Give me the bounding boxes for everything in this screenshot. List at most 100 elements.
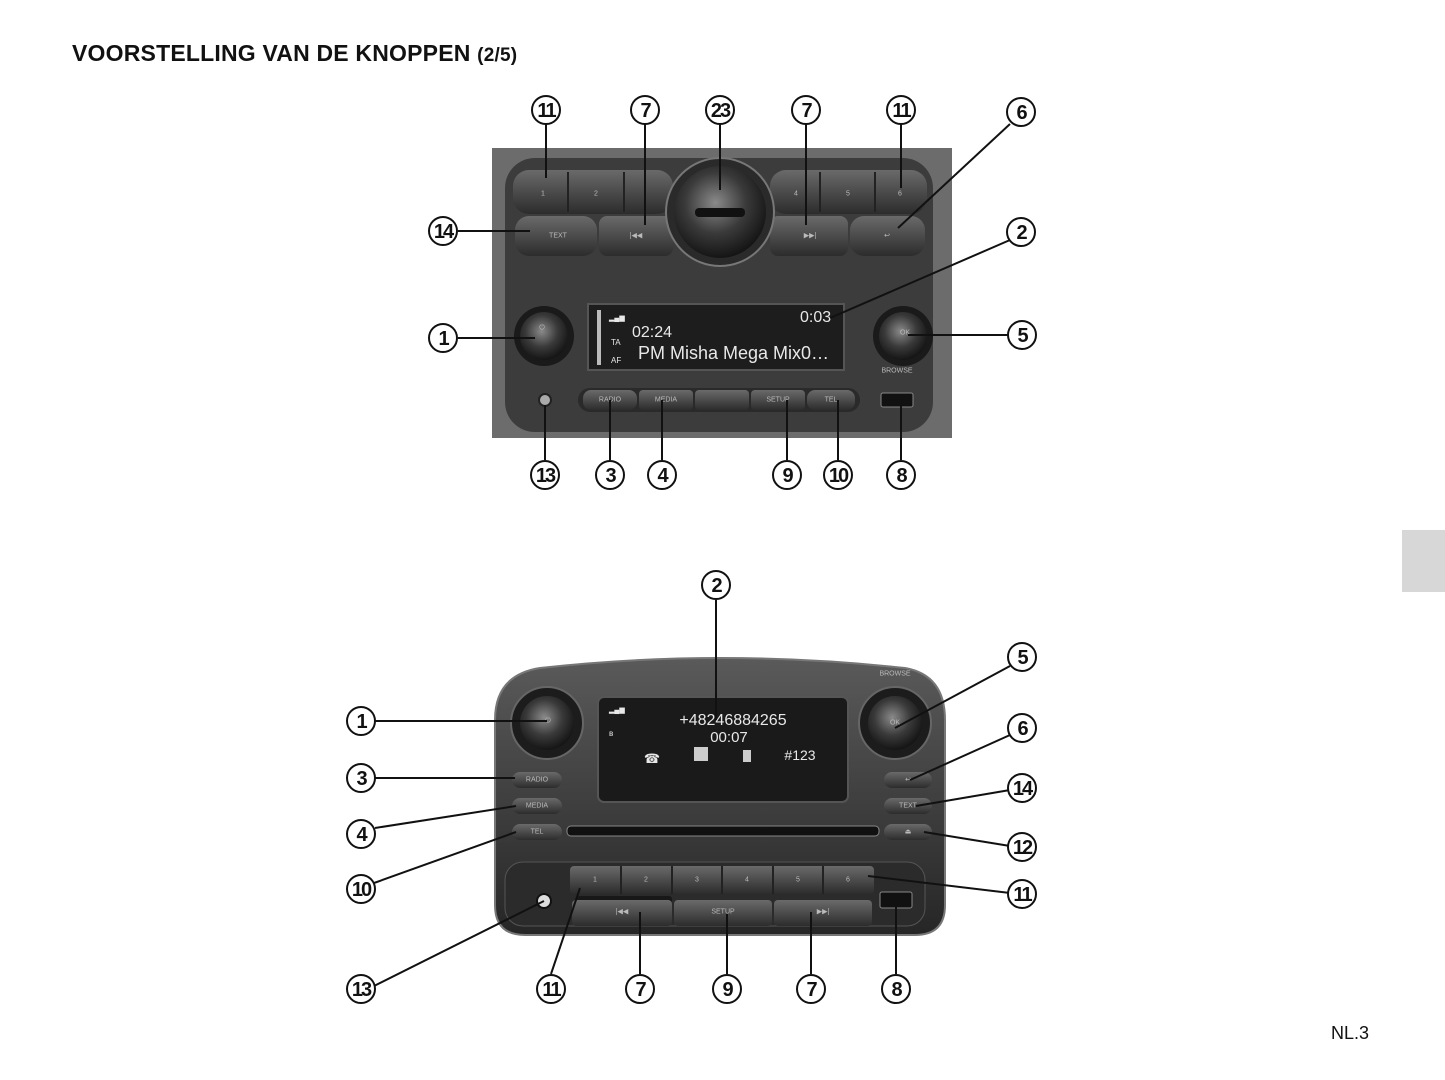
bottom-prev-button[interactable]: [572, 900, 672, 926]
next-track-icon: ▶▶|: [804, 233, 817, 240]
callout: 1: [428, 323, 458, 353]
bottom-leader-lines: [373, 600, 1011, 987]
callout: 2: [701, 570, 731, 600]
bottom-media-button[interactable]: [512, 798, 562, 814]
bottom-ok-knob[interactable]: [868, 696, 922, 750]
callout-number: 13: [536, 465, 556, 487]
leader: [550, 887, 581, 975]
contacts-icon: [694, 747, 708, 761]
top-preset-left-block[interactable]: [513, 170, 673, 214]
phone-icon: [743, 750, 751, 762]
bottom-power-knob[interactable]: [520, 696, 574, 750]
bottom-setup-button[interactable]: [674, 900, 772, 926]
callout: 4: [647, 460, 677, 490]
top-preset-6-label: 6: [898, 191, 902, 198]
bottom-preset-4-label: 4: [745, 877, 749, 884]
top-media-button[interactable]: [639, 390, 693, 410]
top-display-af: AF: [611, 356, 621, 365]
leader: [923, 831, 1011, 847]
top-display-time: 02:24: [632, 324, 672, 341]
bottom-preset-1-label: 1: [593, 877, 597, 884]
leader: [374, 805, 517, 829]
callout-number: 11: [542, 979, 561, 1001]
callout: 10: [346, 874, 376, 904]
callout: 23: [705, 95, 735, 125]
bottom-setup-label: SETUP: [711, 909, 735, 916]
callout: 3: [595, 460, 625, 490]
bottom-display: [597, 696, 849, 803]
bottom-ok-label: OK: [890, 720, 900, 727]
top-display-ta: TA: [611, 338, 621, 347]
callout: 1: [346, 706, 376, 736]
top-ok-knob[interactable]: [879, 312, 927, 360]
bottom-next-button[interactable]: [774, 900, 872, 926]
bottom-radio-button[interactable]: [512, 772, 562, 788]
top-power-knob[interactable]: [520, 312, 568, 360]
page-title: VOORSTELLING VAN DE KNOPPEN (2/5): [72, 40, 517, 67]
bottom-tel-label: TEL: [531, 829, 544, 836]
callout-number: 13: [352, 979, 372, 1001]
callout: 7: [625, 974, 655, 1004]
bottom-eject-button[interactable]: [884, 824, 932, 840]
bottom-preset-6-label: 6: [846, 877, 850, 884]
bottom-callouts: 2 5 1 6 3 14 4 12 10 11 13 11 7 9 7 8: [346, 570, 1037, 1004]
callout: 4: [346, 819, 376, 849]
top-text-button-label: TEXT: [549, 233, 568, 240]
back-arrow-icon: ↩: [884, 233, 890, 240]
top-text-button[interactable]: [515, 216, 597, 256]
page-title-text: VOORSTELLING VAN DE KNOPPEN: [72, 40, 471, 66]
cd-slot: [695, 208, 745, 217]
top-blank-button[interactable]: [695, 390, 749, 410]
top-preset-4-label: 4: [794, 191, 798, 198]
callout: 6: [1007, 713, 1037, 743]
callout: 2: [1006, 217, 1036, 247]
top-leader-lines: [458, 123, 1011, 460]
top-next-button[interactable]: [770, 216, 848, 256]
bottom-media-label: MEDIA: [526, 803, 549, 810]
callout-number: 11: [892, 100, 911, 122]
prev-track-icon: |◀◀: [616, 909, 629, 916]
signal-icon: ▂▄▆: [608, 707, 625, 715]
callout-number: 14: [434, 221, 455, 243]
callout: 11: [1007, 879, 1037, 909]
top-prev-button[interactable]: [599, 216, 673, 256]
callout: 9: [772, 460, 802, 490]
bottom-display-call-time: 00:07: [710, 729, 748, 746]
page-number: NL.3: [1331, 1023, 1370, 1043]
next-track-icon: ▶▶|: [817, 909, 830, 916]
display-accent: [597, 310, 601, 365]
top-display-elapsed: 0:03: [800, 309, 831, 326]
callout: 3: [346, 763, 376, 793]
top-preset-1-label: 1: [541, 191, 545, 198]
bottom-tel-button[interactable]: [512, 824, 562, 840]
top-setup-button[interactable]: [751, 390, 805, 410]
callout: 8: [886, 460, 916, 490]
back-arrow-icon: ↩: [905, 777, 911, 784]
bottom-browse-label: BROWSE: [879, 671, 910, 678]
top-tel-button[interactable]: [807, 390, 855, 410]
bottom-preset-2-label: 2: [644, 877, 648, 884]
callout: 14: [1007, 773, 1037, 803]
callout: 11: [531, 95, 561, 125]
top-display: [587, 303, 845, 371]
leader: [829, 239, 1011, 319]
leader: [373, 900, 545, 987]
bottom-text-button[interactable]: [884, 798, 932, 814]
bottom-text-label: TEXT: [899, 803, 918, 810]
prev-track-icon: |◀◀: [630, 233, 643, 240]
leader: [867, 875, 1011, 894]
callout: 12: [1007, 832, 1037, 862]
leader: [915, 789, 1011, 807]
leader: [897, 123, 1011, 229]
bottom-preset-5-label: 5: [796, 877, 800, 884]
callout: 14: [428, 216, 458, 246]
top-radio-unit: 1 2 4 5 6 TEXT |◀◀ ▶▶| ↩ ▂▄▆ TA AF 02:24…: [492, 148, 952, 438]
top-callouts: 11 7 23 7 11 6 14 2 1 5 13 3 4 9 10 8: [428, 95, 1037, 490]
callout-number: 11: [537, 100, 556, 122]
top-ok-label: OK: [900, 330, 910, 337]
callout: 8: [881, 974, 911, 1004]
top-preset-right-block[interactable]: [770, 170, 927, 214]
top-back-button[interactable]: [850, 216, 925, 256]
callout-number: 14: [1013, 778, 1034, 800]
leader: [373, 831, 517, 884]
